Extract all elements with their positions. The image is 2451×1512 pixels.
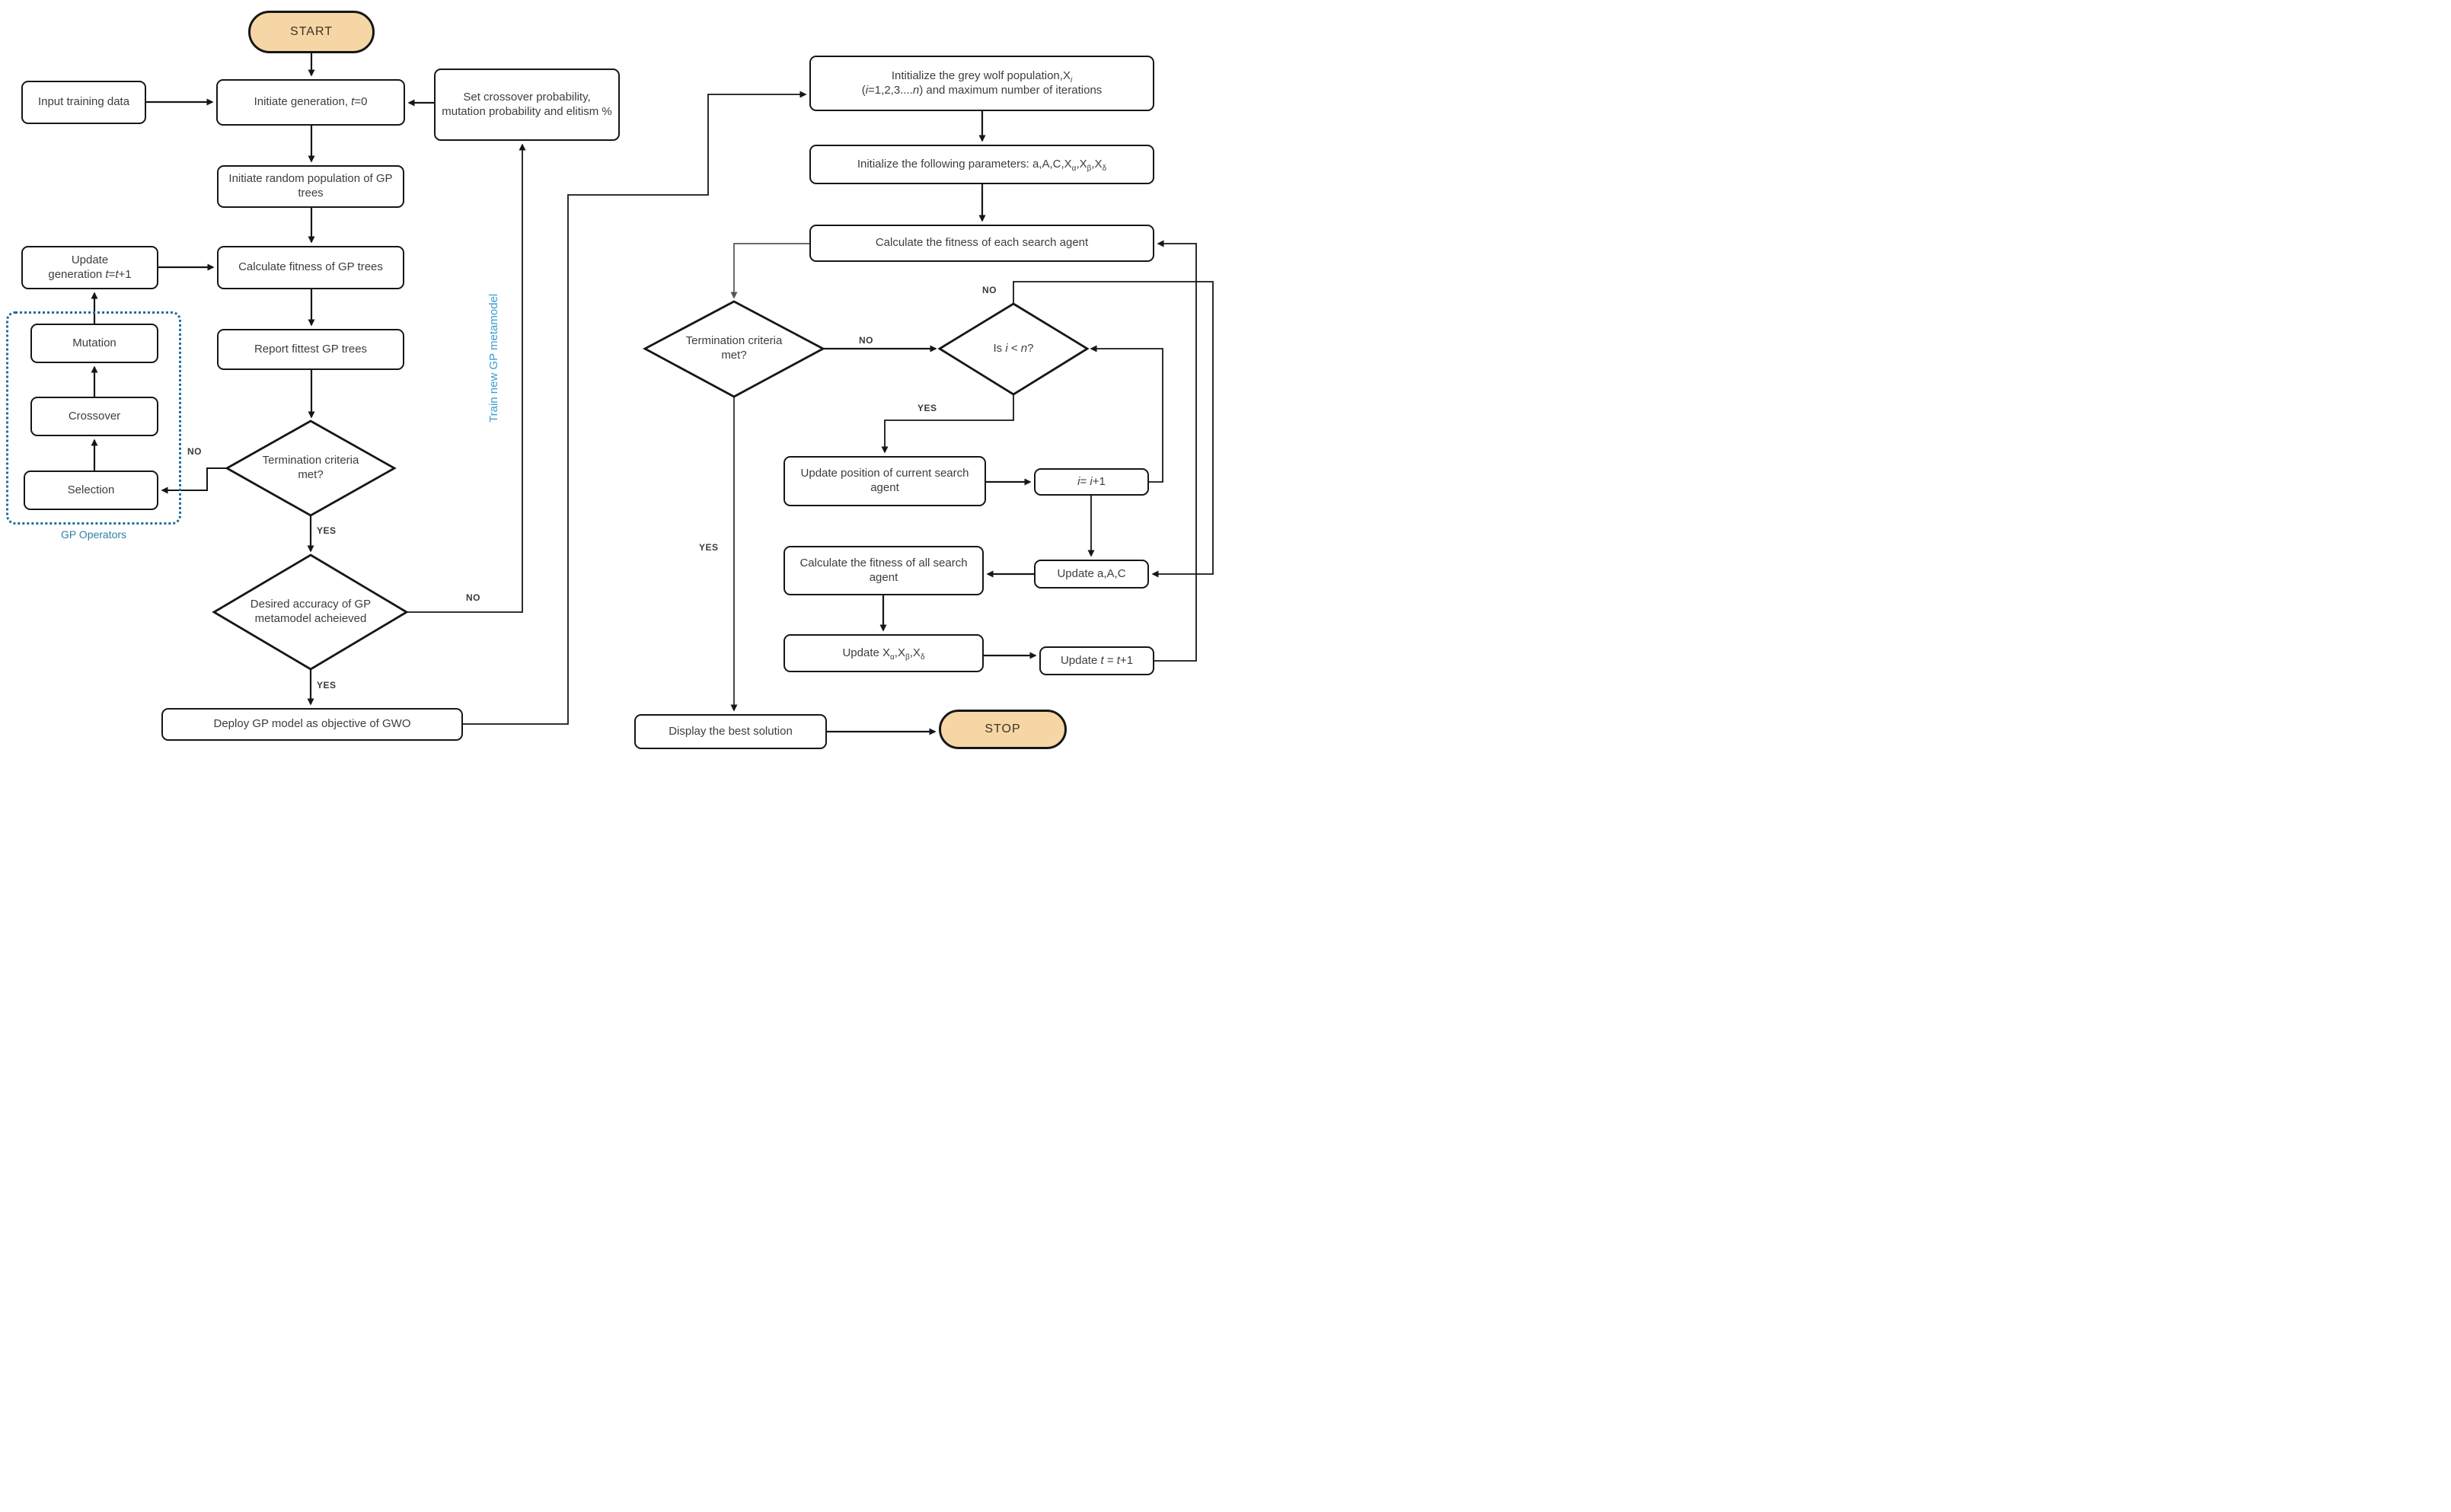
set-crossover-label: Set crossover probability, mutation prob… xyxy=(442,90,612,118)
greywolf-init-node: Intitialize the grey wolf population,Xi … xyxy=(809,56,1154,111)
gp-operators-container xyxy=(6,311,181,525)
update-x-node: Update Xα,Xβ,Xδ xyxy=(783,634,984,672)
calc-fitness-gp-node: Calculate fitness of GP trees xyxy=(217,246,404,289)
edge-label-yes-desired: YES xyxy=(317,680,337,691)
i-increment-node: i= i+1 xyxy=(1034,468,1149,496)
report-fittest-node: Report fittest GP trees xyxy=(217,329,404,370)
update-t-node: Update t = t+1 xyxy=(1039,646,1154,675)
conn-isdiamond-yes-updatepos xyxy=(881,394,1014,454)
update-aac-node: Update a,A,C xyxy=(1034,560,1149,589)
conn-isdiamond-no-updateaac xyxy=(1013,281,1214,578)
mutation-node: Mutation xyxy=(30,324,158,363)
update-x-label: Update Xα,Xβ,Xδ xyxy=(842,646,925,662)
initiate-generation-label: Initiate generation, t=0 xyxy=(254,95,368,109)
initiate-random-node: Initiate random population of GP trees xyxy=(217,165,404,208)
edge-label-no-termleft: NO xyxy=(187,446,202,457)
connector-layer xyxy=(91,53,1214,735)
set-crossover-node: Set crossover probability, mutation prob… xyxy=(434,69,620,141)
greywolf-init-label: Intitialize the grey wolf population,Xi … xyxy=(861,69,1103,97)
start-terminal: START xyxy=(248,11,375,53)
calc-each-label: Calculate the fitness of each search age… xyxy=(875,236,1089,250)
train-new-gp-caption: Train new GP metamodel xyxy=(487,293,500,423)
stop-label: STOP xyxy=(985,723,1021,735)
termination-left-label: Termination criteria met? xyxy=(262,454,359,481)
deploy-gp-node: Deploy GP model as objective of GWO xyxy=(161,708,463,741)
edge-label-no-desired: NO xyxy=(466,592,480,603)
flowchart-canvas: START Input training data Initiate gener… xyxy=(0,0,1226,756)
conn-deploy-greywolf xyxy=(463,91,807,725)
selection-label: Selection xyxy=(67,483,115,496)
desired-accuracy-label: Desired accuracy of GP metamodel acheiev… xyxy=(250,598,372,625)
termination-right-label: Termination criteria met? xyxy=(685,334,783,362)
diamond-termination-right xyxy=(643,300,825,398)
conn-termleft-no-selection xyxy=(161,467,227,494)
deploy-gp-label: Deploy GP model as objective of GWO xyxy=(213,717,411,731)
update-t-label: Update t = t+1 xyxy=(1060,653,1134,667)
diamond-desired-accuracy xyxy=(212,553,409,671)
crossover-label: Crossover xyxy=(68,409,121,423)
start-label: START xyxy=(290,25,333,38)
mutation-label: Mutation xyxy=(72,336,116,349)
edge-label-yes-termleft: YES xyxy=(317,525,337,536)
init-params-label: Initialize the following parameters: a,A… xyxy=(857,157,1107,173)
display-solution-node: Display the best solution xyxy=(634,714,827,749)
edge-label-no-isdiamond: NO xyxy=(982,285,997,295)
is-i-less-n-label: Is i < n? xyxy=(993,341,1034,355)
init-params-node: Initialize the following parameters: a,A… xyxy=(809,145,1154,184)
i-increment-label: i= i+1 xyxy=(1077,474,1106,488)
initiate-generation-node: Initiate generation, t=0 xyxy=(216,79,405,126)
selection-node: Selection xyxy=(24,471,158,510)
conn-desired-no-setcross xyxy=(407,143,526,613)
crossover-node: Crossover xyxy=(30,397,158,436)
gp-operators-caption: GP Operators xyxy=(60,528,127,541)
diamond-termination-left xyxy=(225,419,397,517)
edge-label-no-termright: NO xyxy=(859,335,873,346)
conn-calceach-termright xyxy=(730,243,809,299)
calc-fitness-gp-label: Calculate fitness of GP trees xyxy=(238,260,383,274)
input-training-label: Input training data xyxy=(37,95,130,109)
calc-all-node: Calculate the fitness of all search agen… xyxy=(783,546,984,595)
update-generation-label: Update generation t=t+1 xyxy=(48,253,132,281)
conn-iplus-isdiamond xyxy=(1090,345,1163,483)
calc-all-label: Calculate the fitness of all search agen… xyxy=(799,556,968,584)
stop-terminal: STOP xyxy=(939,710,1067,749)
edge-label-yes-termright: YES xyxy=(699,542,719,553)
update-generation-node: Update generation t=t+1 xyxy=(21,246,158,289)
input-training-node: Input training data xyxy=(21,81,146,124)
conn-updatet-calceach xyxy=(1154,240,1197,662)
update-aac-label: Update a,A,C xyxy=(1057,566,1126,580)
update-position-label: Update position of current search agent xyxy=(800,467,969,494)
report-fittest-label: Report fittest GP trees xyxy=(254,342,368,356)
update-position-node: Update position of current search agent xyxy=(783,456,986,506)
edge-label-yes-isdiamond: YES xyxy=(918,403,937,413)
display-solution-label: Display the best solution xyxy=(669,724,793,738)
calc-each-node: Calculate the fitness of each search age… xyxy=(809,225,1154,262)
initiate-random-label: Initiate random population of GP trees xyxy=(228,172,393,199)
diamond-is-i-less-n xyxy=(937,302,1090,396)
